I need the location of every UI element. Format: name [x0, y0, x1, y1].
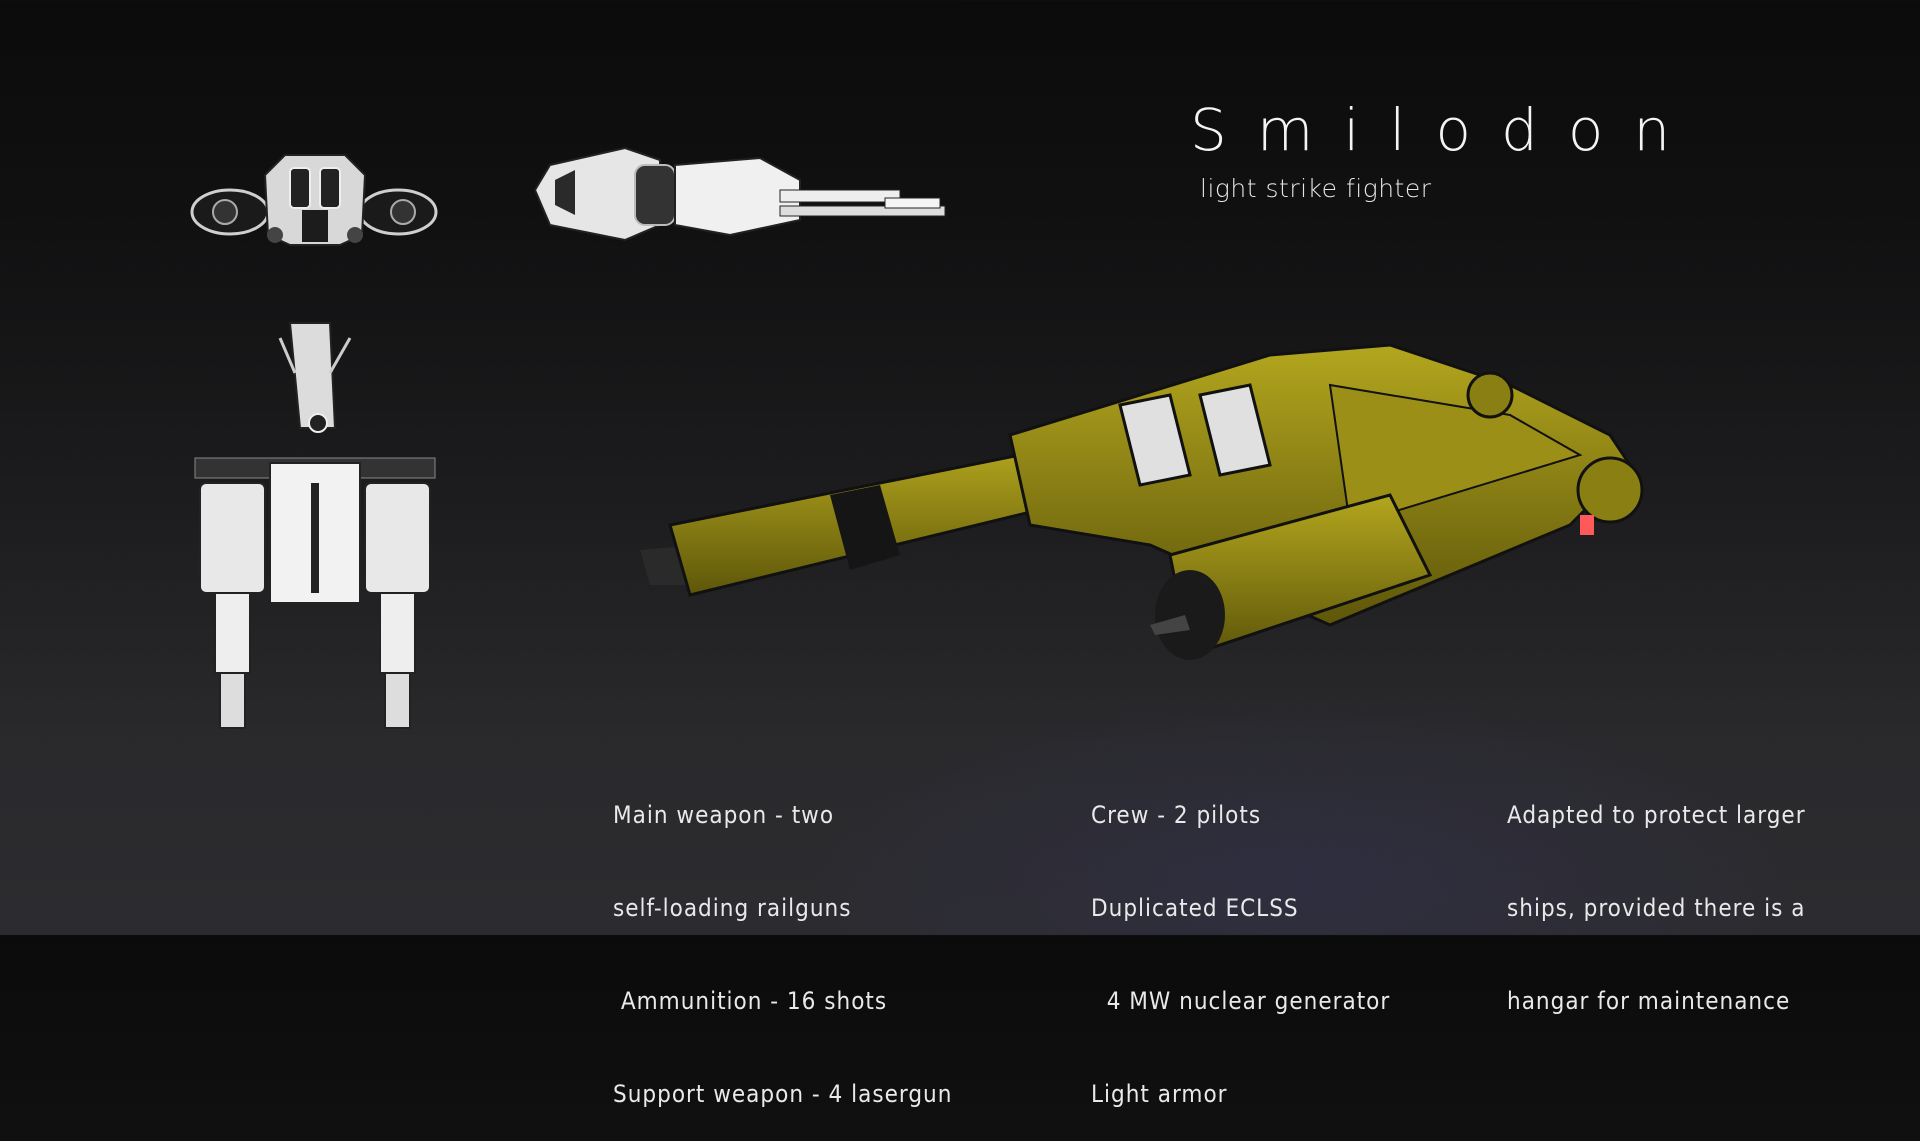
perspective-render-illustration: [640, 343, 1644, 660]
front-view-illustration: [190, 154, 438, 246]
side-view-illustration: [533, 146, 946, 242]
systems-spec-block: Crew - 2 pilots Duplicated ECLSS 4 MW nu…: [1091, 738, 1390, 1141]
spec-line: Crew - 2 pilots: [1091, 801, 1262, 829]
spec-line: ships, provided there is a: [1507, 894, 1806, 922]
ship-class-subtitle: light strike fighter: [1200, 174, 1432, 203]
ship-name-title: Smilodon: [1190, 96, 1701, 164]
spec-line: Main weapon - two: [613, 801, 835, 829]
spec-line: hangar for maintenance: [1507, 987, 1791, 1015]
top-view-illustration: [194, 322, 436, 729]
spec-line: self-loading railguns: [613, 894, 852, 922]
spec-line: Support weapon - 4 lasergun: [613, 1080, 953, 1108]
spec-line: 4 MW nuclear generator: [1091, 987, 1391, 1015]
weapons-spec-block: Main weapon - two self-loading railguns …: [613, 738, 952, 1141]
spec-line: Ammunition - 16 shots: [613, 987, 888, 1015]
role-description-block: Adapted to protect larger ships, provide…: [1507, 738, 1806, 1048]
spec-line: Duplicated ECLSS: [1091, 894, 1299, 922]
spec-line: Adapted to protect larger: [1507, 801, 1806, 829]
spec-line: Light armor: [1091, 1080, 1228, 1108]
